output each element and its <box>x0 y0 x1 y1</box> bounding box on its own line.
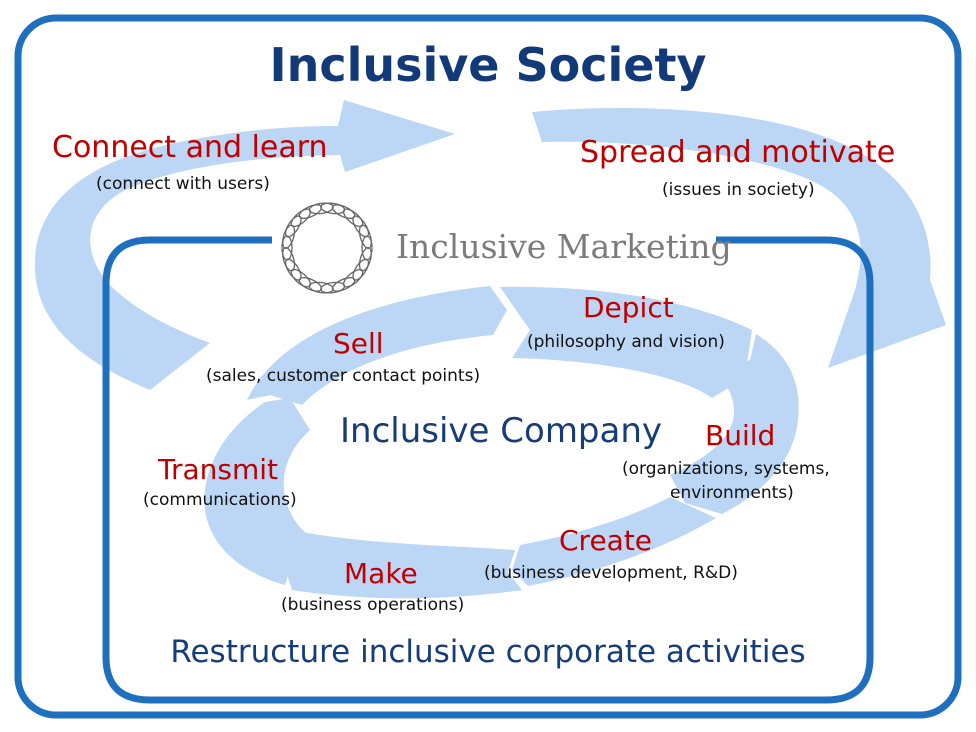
sell-sub: (sales, customer contact points) <box>206 366 481 386</box>
create-label: Create <box>559 524 653 557</box>
marketing-logo-icon <box>281 202 373 294</box>
page-title: Inclusive Society <box>269 38 707 92</box>
build-sub-line2: environments) <box>670 483 794 503</box>
depict-label: Depict <box>583 291 674 324</box>
cycle-arrow-depict <box>500 286 752 398</box>
outer-frame <box>14 14 962 719</box>
cycle-arrows <box>204 286 799 599</box>
footer-label: Restructure inclusive corporate activiti… <box>170 634 806 670</box>
inner-frame <box>102 236 874 704</box>
depict-sub: (philosophy and vision) <box>527 332 725 352</box>
make-sub: (business operations) <box>281 595 465 615</box>
spread-sub: (issues in society) <box>662 180 815 200</box>
logo-loop <box>358 224 372 249</box>
company-label: Inclusive Company <box>340 411 663 451</box>
cycle-arrow-transmit <box>204 398 310 585</box>
transmit-sub: (communications) <box>143 490 297 510</box>
cycle-arrow-make <box>285 530 522 599</box>
outer-arrow-right <box>532 108 946 368</box>
build-sub-line1: (organizations, systems, <box>622 459 830 479</box>
cycle-arrow-create <box>512 497 716 586</box>
sell-label: Sell <box>333 327 384 360</box>
marketing-label: Inclusive Marketing <box>396 227 732 266</box>
connect-sub: (connect with users) <box>96 174 270 194</box>
cycle-arrow-build <box>670 334 799 514</box>
spread-label: Spread and motivate <box>580 135 896 170</box>
cycle-arrow-sell <box>247 286 507 405</box>
outer-arrow-left <box>34 100 455 390</box>
transmit-label: Transmit <box>158 453 279 486</box>
make-label: Make <box>344 557 418 590</box>
build-label: Build <box>705 419 776 452</box>
logo-loop <box>352 215 370 238</box>
connect-label: Connect and learn <box>52 130 328 165</box>
create-sub: (business development, R&D) <box>484 563 738 583</box>
